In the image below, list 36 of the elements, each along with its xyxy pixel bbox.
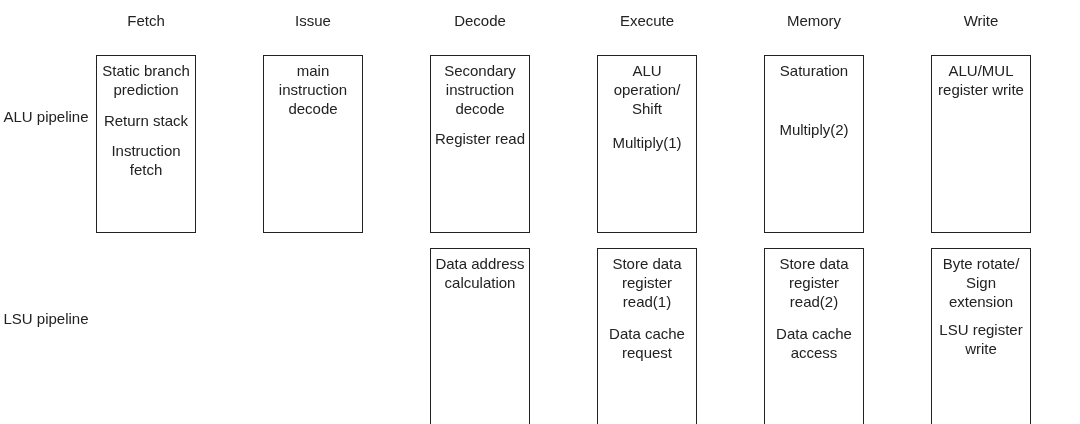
stage-header: Issue [294,12,332,31]
stage-text: Secondary instruction decode [443,62,517,119]
stage-box [430,55,530,233]
stage-header: Execute [618,12,676,31]
stage-text: Instruction fetch [110,142,182,180]
stage-header: Fetch [126,12,166,31]
stage-text: Return stack [102,111,190,131]
stage-text: Data cache access [775,325,853,363]
stage-text: Byte rotate/ Sign extension [941,255,1021,312]
stage-text: ALU/MUL register write [937,62,1025,100]
stage-box [764,55,864,233]
stage-text: Register read [433,130,526,149]
stage-box [96,55,196,233]
stage-text: main instruction decode [277,62,349,119]
stage-text: Store data register read(2) [778,255,850,312]
stage-box [931,55,1031,233]
stage-text: Multiply(2) [778,120,850,140]
stage-box [597,248,697,424]
stage-text: Store data register read(1) [611,255,683,312]
stage-header: Memory [785,12,843,31]
stage-box [764,248,864,424]
stage-box [597,55,697,233]
stage-header: Decode [453,12,507,31]
pipeline-label: ALU pipeline [2,108,90,127]
pipeline-label: LSU pipeline [2,310,90,329]
stage-box [931,248,1031,424]
stage-text: Saturation [778,62,850,81]
stage-box [263,55,363,233]
stage-text: Data address calculation [434,255,526,293]
stage-text: Static branch prediction [101,62,191,100]
stage-text: Data cache request [608,325,686,363]
stage-text: ALU operation/ Shift [612,62,682,119]
stage-text: Multiply(1) [611,134,683,153]
stage-box [430,248,530,424]
stage-header: Write [962,12,1000,31]
stage-text: LSU register write [938,321,1024,359]
